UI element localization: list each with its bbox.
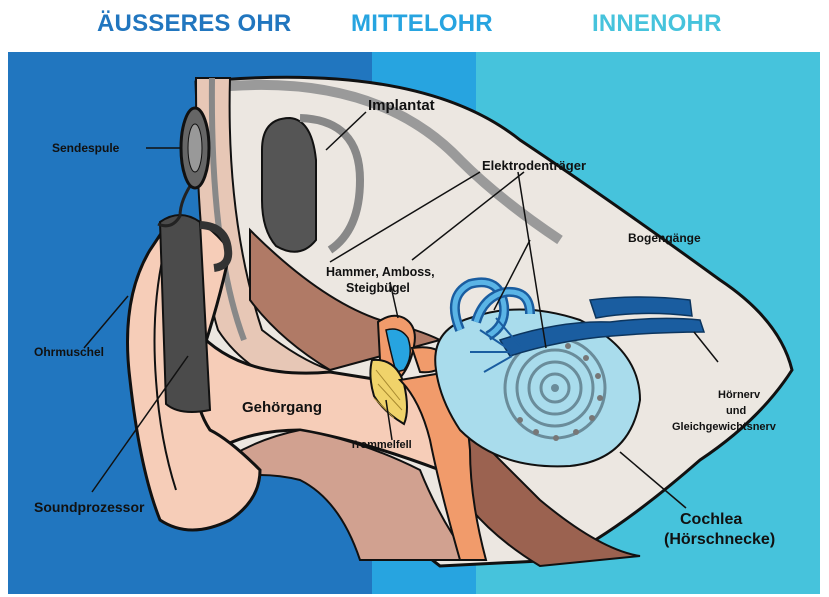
header-middle-ear: MITTELOHR <box>351 10 493 38</box>
label-hoernerv-line2: und <box>726 405 746 417</box>
label-ohrmuschel: Ohrmuschel <box>34 345 104 359</box>
section-headers: ÄUSSERES OHR MITTELOHR INNENOHR <box>0 0 829 52</box>
label-sendespule: Sendespule <box>52 141 120 155</box>
label-soundprozessor: Soundprozessor <box>34 499 145 515</box>
label-hammer-line2: Steigbügel <box>346 281 410 295</box>
header-inner-ear: INNENOHR <box>592 10 722 38</box>
label-hoernerv-line3: Gleichgewichtsnerv <box>672 421 777 433</box>
label-implantat: Implantat <box>368 97 435 114</box>
label-cochlea-line2: (Hörschnecke) <box>664 531 775 548</box>
label-hammer-line1: Hammer, Amboss, <box>326 265 435 279</box>
label-elektrodentraeger: Elektrodenträger <box>482 158 586 173</box>
coil-center <box>188 124 202 172</box>
label-trommelfell: Trommelfell <box>350 439 412 451</box>
label-gehoergang: Gehörgang <box>242 399 322 416</box>
label-hoernerv-line1: Hörnerv <box>718 389 761 401</box>
label-cochlea-line1: Cochlea <box>680 511 742 528</box>
label-bogengaenge: Bogengänge <box>628 231 701 245</box>
header-outer-ear: ÄUSSERES OHR <box>97 10 291 38</box>
implant-body <box>262 118 316 252</box>
cochlear-implant-diagram: Sendespule Implantat Elektrodenträger Bo… <box>0 52 829 597</box>
